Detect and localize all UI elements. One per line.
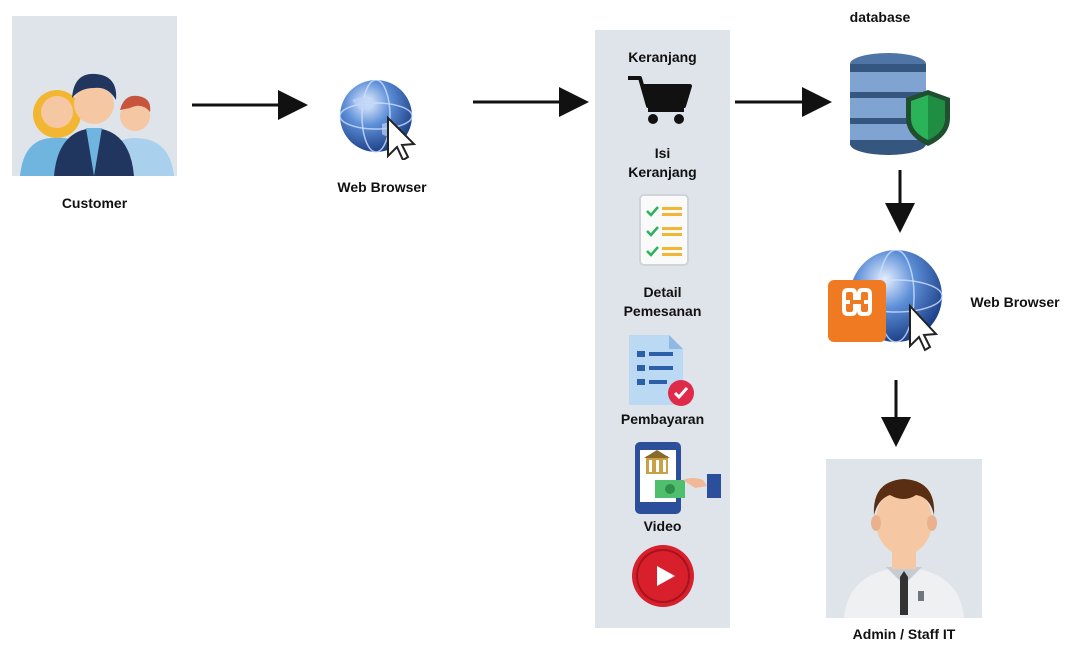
browser-server-label: Web Browser — [970, 294, 1060, 310]
xampp-globe-icon — [828, 249, 943, 352]
database-shield-icon — [850, 53, 950, 155]
step-detail-pemesanan-label-2: Pemesanan — [623, 303, 702, 319]
step-isi-keranjang-label-2: Keranjang — [628, 164, 697, 180]
customer-group-icon — [12, 16, 177, 176]
step-detail-pemesanan-icon-wrap — [625, 333, 697, 409]
browser-client-node — [330, 79, 426, 162]
process-panel — [595, 30, 730, 628]
step-isi-keranjang-icon-wrap — [638, 193, 690, 267]
step-video-label: Video — [643, 518, 682, 534]
database-label: database — [849, 9, 911, 25]
admin-person-icon — [826, 459, 982, 618]
database-node — [846, 52, 958, 160]
browser-client-label: Web Browser — [337, 179, 427, 195]
order-document-icon — [629, 335, 694, 406]
step-detail-pemesanan-label-1: Detail — [643, 284, 682, 300]
step-keranjang-icon-wrap — [626, 74, 696, 126]
step-isi-keranjang-label-1: Isi — [654, 145, 671, 161]
customer-node — [12, 16, 177, 176]
browser-server-node — [826, 249, 946, 352]
customer-label: Customer — [61, 195, 128, 211]
step-video-icon-wrap — [631, 544, 695, 608]
admin-label: Admin / Staff IT — [852, 626, 956, 642]
step-pembayaran-label: Pembayaran — [620, 411, 705, 427]
payment-icon — [635, 442, 721, 514]
shopping-cart-icon — [628, 76, 692, 124]
step-pembayaran-icon-wrap — [633, 440, 725, 516]
play-icon — [632, 545, 694, 607]
checklist-icon — [639, 194, 689, 266]
globe-icon — [339, 79, 417, 162]
admin-node — [826, 459, 982, 618]
step-keranjang-label: Keranjang — [628, 49, 697, 65]
